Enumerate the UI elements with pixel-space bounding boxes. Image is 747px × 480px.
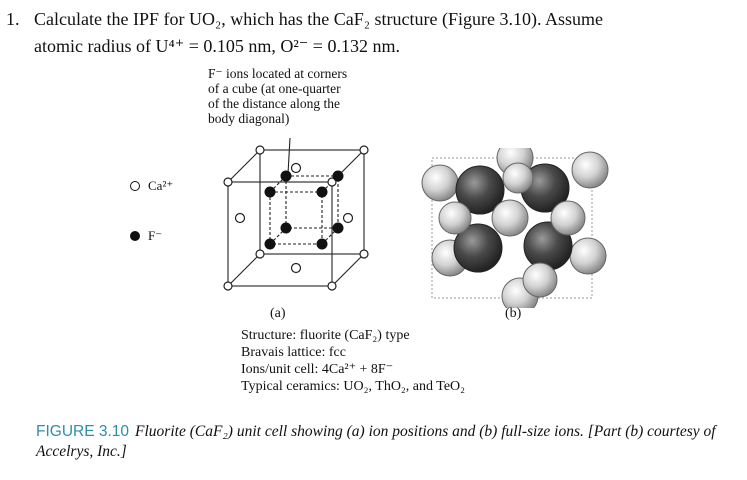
ca-sphere [522,262,558,298]
f-ion [332,170,344,182]
problem-text: 1. Calculate the IPF for UO₂, which has t… [6,6,736,60]
ca-ion [290,162,302,174]
subfigure-label-a: (a) [270,306,286,321]
f-ion [280,222,292,234]
ca-sphere [421,164,459,202]
cube-front-face [227,181,333,287]
ca-sphere [569,237,607,275]
f-ion [264,186,276,198]
problem-line-1: 1. Calculate the IPF for UO₂, which has t… [6,6,736,33]
unit-cell-diagram [223,137,369,291]
ca-ion [359,145,369,155]
ca-ion [342,212,354,224]
annotation-line: of the distance along the [208,96,340,111]
legend-ca-label: Ca²⁺ [148,178,174,193]
cube-edge [227,149,261,183]
problem-line-1-text: Calculate the IPF for UO₂, which has the… [34,9,603,29]
f-sphere [453,223,503,273]
cube-edge [227,253,261,287]
ca-ion [359,249,369,259]
ca-ion [255,249,265,259]
annotation-line: of a cube (at one-quarter [208,81,341,96]
f-ion [280,170,292,182]
f-ion [316,186,328,198]
ca-ion [290,262,302,274]
ca-ion [234,212,246,224]
legend-ca: Ca²⁺ [130,176,173,196]
caption-text: Fluorite (CaF₂) unit cell showing (a) io… [36,423,716,460]
structure-line: Bravais lattice: fcc [241,345,346,360]
problem-line-2: atomic radius of U⁴⁺ = 0.105 nm, O²⁻ = 0… [34,36,400,56]
ca-ion [255,145,265,155]
ion-legend: Ca²⁺ F⁻ [130,176,173,276]
figure-number: FIGURE 3.10 [36,423,130,440]
cube-back-face [259,149,365,255]
ca-sphere [491,199,529,237]
cube-edge [331,253,365,287]
ca-sphere [571,151,609,189]
structure-info: Structure: fluorite (CaF₂) type Bravais … [241,327,465,395]
f-sphere [455,165,505,215]
f-ion [332,222,344,234]
ca-ion [223,177,233,187]
structure-line: Ions/unit cell: 4Ca²⁺ + 8F⁻ [241,362,394,377]
annotation-line: body diagonal) [208,111,290,126]
annotation-arrow [287,137,291,175]
subfigure-label-b: (b) [505,306,522,321]
ca-sphere [550,200,586,236]
legend-f-label: F⁻ [148,228,163,243]
ca-ion [327,177,337,187]
ca-ion [327,281,337,291]
open-circle-icon [130,181,140,191]
f-ion [264,238,276,250]
structure-line: Typical ceramics: UO₂, ThO₂, and TeO₂ [241,379,466,394]
ca-ion [223,281,233,291]
filled-circle-icon [130,231,140,241]
inner-cube [269,175,339,245]
full-size-ions-diagram [421,148,609,308]
f-ion [316,238,328,250]
ca-sphere [502,162,534,194]
legend-f: F⁻ [130,226,173,246]
annotation-line: F⁻ ions located at corners [208,66,348,81]
structure-line: Structure: fluorite (CaF₂) type [241,328,410,343]
figure-annotation: F⁻ ions located at corners of a cube (at… [208,66,398,126]
ca-sphere [438,201,472,235]
problem-number: 1. [6,9,20,29]
